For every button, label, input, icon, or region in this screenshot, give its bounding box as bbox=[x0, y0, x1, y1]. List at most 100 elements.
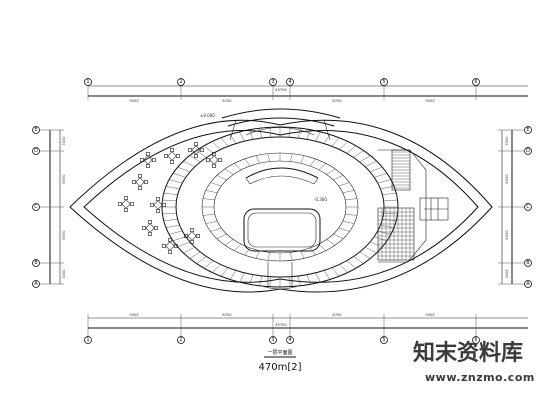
ring-hatch-line bbox=[269, 127, 272, 138]
top-overall-dimension: 45700 bbox=[275, 88, 287, 92]
entrance-canopy-top bbox=[221, 108, 341, 141]
right-dimension-chain: 3000 6000 6000 3000 bbox=[498, 129, 524, 285]
building-outline bbox=[69, 119, 493, 293]
elevation-mark-left: ±0.000 bbox=[200, 113, 215, 118]
ring-hatch-line bbox=[229, 270, 237, 280]
inner-ring-hatch-line bbox=[267, 153, 270, 162]
ring-hatch-line bbox=[315, 131, 321, 142]
axis-bubble-6-bottom bbox=[472, 336, 480, 344]
right-dim-2: 6000 bbox=[505, 174, 509, 184]
axis-label: 1 bbox=[86, 79, 89, 85]
axis-label: 2 bbox=[179, 337, 182, 343]
table-set bbox=[206, 152, 222, 168]
ring-hatch-line bbox=[359, 251, 371, 259]
top-dim-1: 9000 bbox=[129, 99, 139, 103]
ring-hatch-line bbox=[204, 260, 214, 269]
axis-bubble-C-right bbox=[524, 203, 532, 211]
axis-bubble-3-top bbox=[269, 78, 277, 86]
ring-hatch-line bbox=[346, 145, 356, 154]
axis-label: 3 bbox=[271, 79, 274, 85]
top-dim-2: 8700 bbox=[222, 99, 232, 103]
bottom-dimension-chain: 9000 8700 8700 9000 45700 bbox=[87, 313, 528, 340]
ring-hatch-line bbox=[239, 131, 245, 142]
inner-ring-hatch-line bbox=[318, 244, 326, 251]
ring-hatch-line bbox=[297, 275, 301, 286]
right-service-area bbox=[377, 149, 449, 263]
ring-hatch-line bbox=[212, 264, 221, 273]
inner-ring-hatch-line bbox=[342, 221, 355, 224]
curved-bench bbox=[245, 167, 319, 185]
inner-ring-hatch-line bbox=[309, 247, 316, 256]
axis-bubble-1-top bbox=[84, 78, 92, 86]
axis-bubble-4-bottom bbox=[286, 336, 294, 344]
ring-hatch-line bbox=[339, 264, 348, 273]
inner-ring-hatch-line bbox=[290, 153, 293, 162]
axis-label: D bbox=[526, 148, 530, 154]
axis-label: 6 bbox=[474, 79, 477, 85]
axis-label: D bbox=[34, 148, 38, 154]
ring-hatch-line bbox=[220, 267, 229, 277]
ring-hatch-line bbox=[239, 272, 245, 283]
inner-ring-hatch-line bbox=[202, 198, 215, 200]
drawing-caption: 一层平面图 470m[2] bbox=[259, 350, 302, 373]
right-dim-4: 3000 bbox=[505, 269, 509, 279]
table-set bbox=[164, 148, 180, 164]
bottom-dim-3: 8700 bbox=[332, 313, 342, 317]
axis-label: B bbox=[34, 260, 38, 266]
axis-bubble-5-bottom bbox=[380, 336, 388, 344]
inner-ring-hatch-line bbox=[234, 163, 242, 170]
axis-label: 3 bbox=[271, 337, 274, 343]
axis-bubble-E-left bbox=[32, 126, 40, 134]
inner-ring-hatch-line bbox=[333, 233, 344, 239]
axis-bubble-5-top bbox=[380, 78, 388, 86]
ring-hatch-line bbox=[377, 179, 391, 184]
ring-hatch-line bbox=[365, 247, 377, 254]
inner-ring-hatch-line bbox=[267, 252, 270, 261]
right-dim-3: 6000 bbox=[505, 230, 509, 240]
ring-hatch-line bbox=[169, 179, 183, 184]
left-dimension-chain: 3000 6000 6000 3000 bbox=[38, 129, 66, 285]
axis-label: 5 bbox=[382, 79, 385, 85]
inner-ring-hatch-line bbox=[205, 190, 218, 193]
inner-ring-hatch-line bbox=[216, 175, 227, 181]
axis-bubble-3-bottom bbox=[269, 336, 277, 344]
inner-ring-hatch-line bbox=[290, 252, 293, 261]
right-service-hatch bbox=[378, 151, 414, 260]
top-dim-3: 8700 bbox=[332, 99, 342, 103]
ring-hatch-line bbox=[323, 270, 331, 280]
ring-hatch-line bbox=[306, 274, 311, 285]
axis-label: 5 bbox=[382, 337, 385, 343]
ring-hatch-line bbox=[165, 186, 180, 190]
top-dimension-chain: 45700 9000 8700 8700 9000 bbox=[87, 82, 528, 103]
watermark: 知末资料库 www.znzmo.com bbox=[413, 340, 535, 384]
ring-hatch-line bbox=[220, 137, 229, 147]
axis-bubble-2-bottom bbox=[177, 336, 185, 344]
ring-hatch-line bbox=[189, 251, 201, 259]
ring-hatch-line bbox=[353, 150, 364, 158]
ring-hatch-line bbox=[331, 137, 340, 147]
axis-label: 4 bbox=[288, 79, 291, 85]
axis-label: E bbox=[526, 127, 529, 133]
ring-hatch-line bbox=[163, 219, 178, 222]
radial-hatch bbox=[162, 127, 398, 287]
ring-hatch-line bbox=[249, 129, 254, 140]
inner-ring-hatch-line bbox=[300, 155, 305, 164]
ring-hatch-line bbox=[204, 145, 214, 154]
ring-hatch-line bbox=[269, 276, 272, 287]
ring-hatch-line bbox=[169, 230, 183, 235]
inner-ring-hatch-line bbox=[210, 227, 222, 232]
bottom-dim-4: 9000 bbox=[425, 313, 435, 317]
axis-bubble-B-right bbox=[524, 259, 532, 267]
ring-hatch-line bbox=[177, 166, 190, 173]
axis-label: A bbox=[526, 281, 530, 287]
ring-hatch-line bbox=[383, 199, 398, 202]
table-set bbox=[184, 228, 200, 244]
left-axis-bubbles: E D C B A bbox=[32, 126, 40, 288]
axis-bubble-E-right bbox=[524, 126, 532, 134]
table-set bbox=[142, 220, 158, 236]
axis-label: 6 bbox=[474, 337, 477, 343]
ring-hatch-line bbox=[288, 276, 291, 287]
axis-label: E bbox=[34, 127, 37, 133]
watermark-url: www.znzmo.com bbox=[425, 371, 535, 384]
ring-hatch-line bbox=[383, 212, 398, 215]
